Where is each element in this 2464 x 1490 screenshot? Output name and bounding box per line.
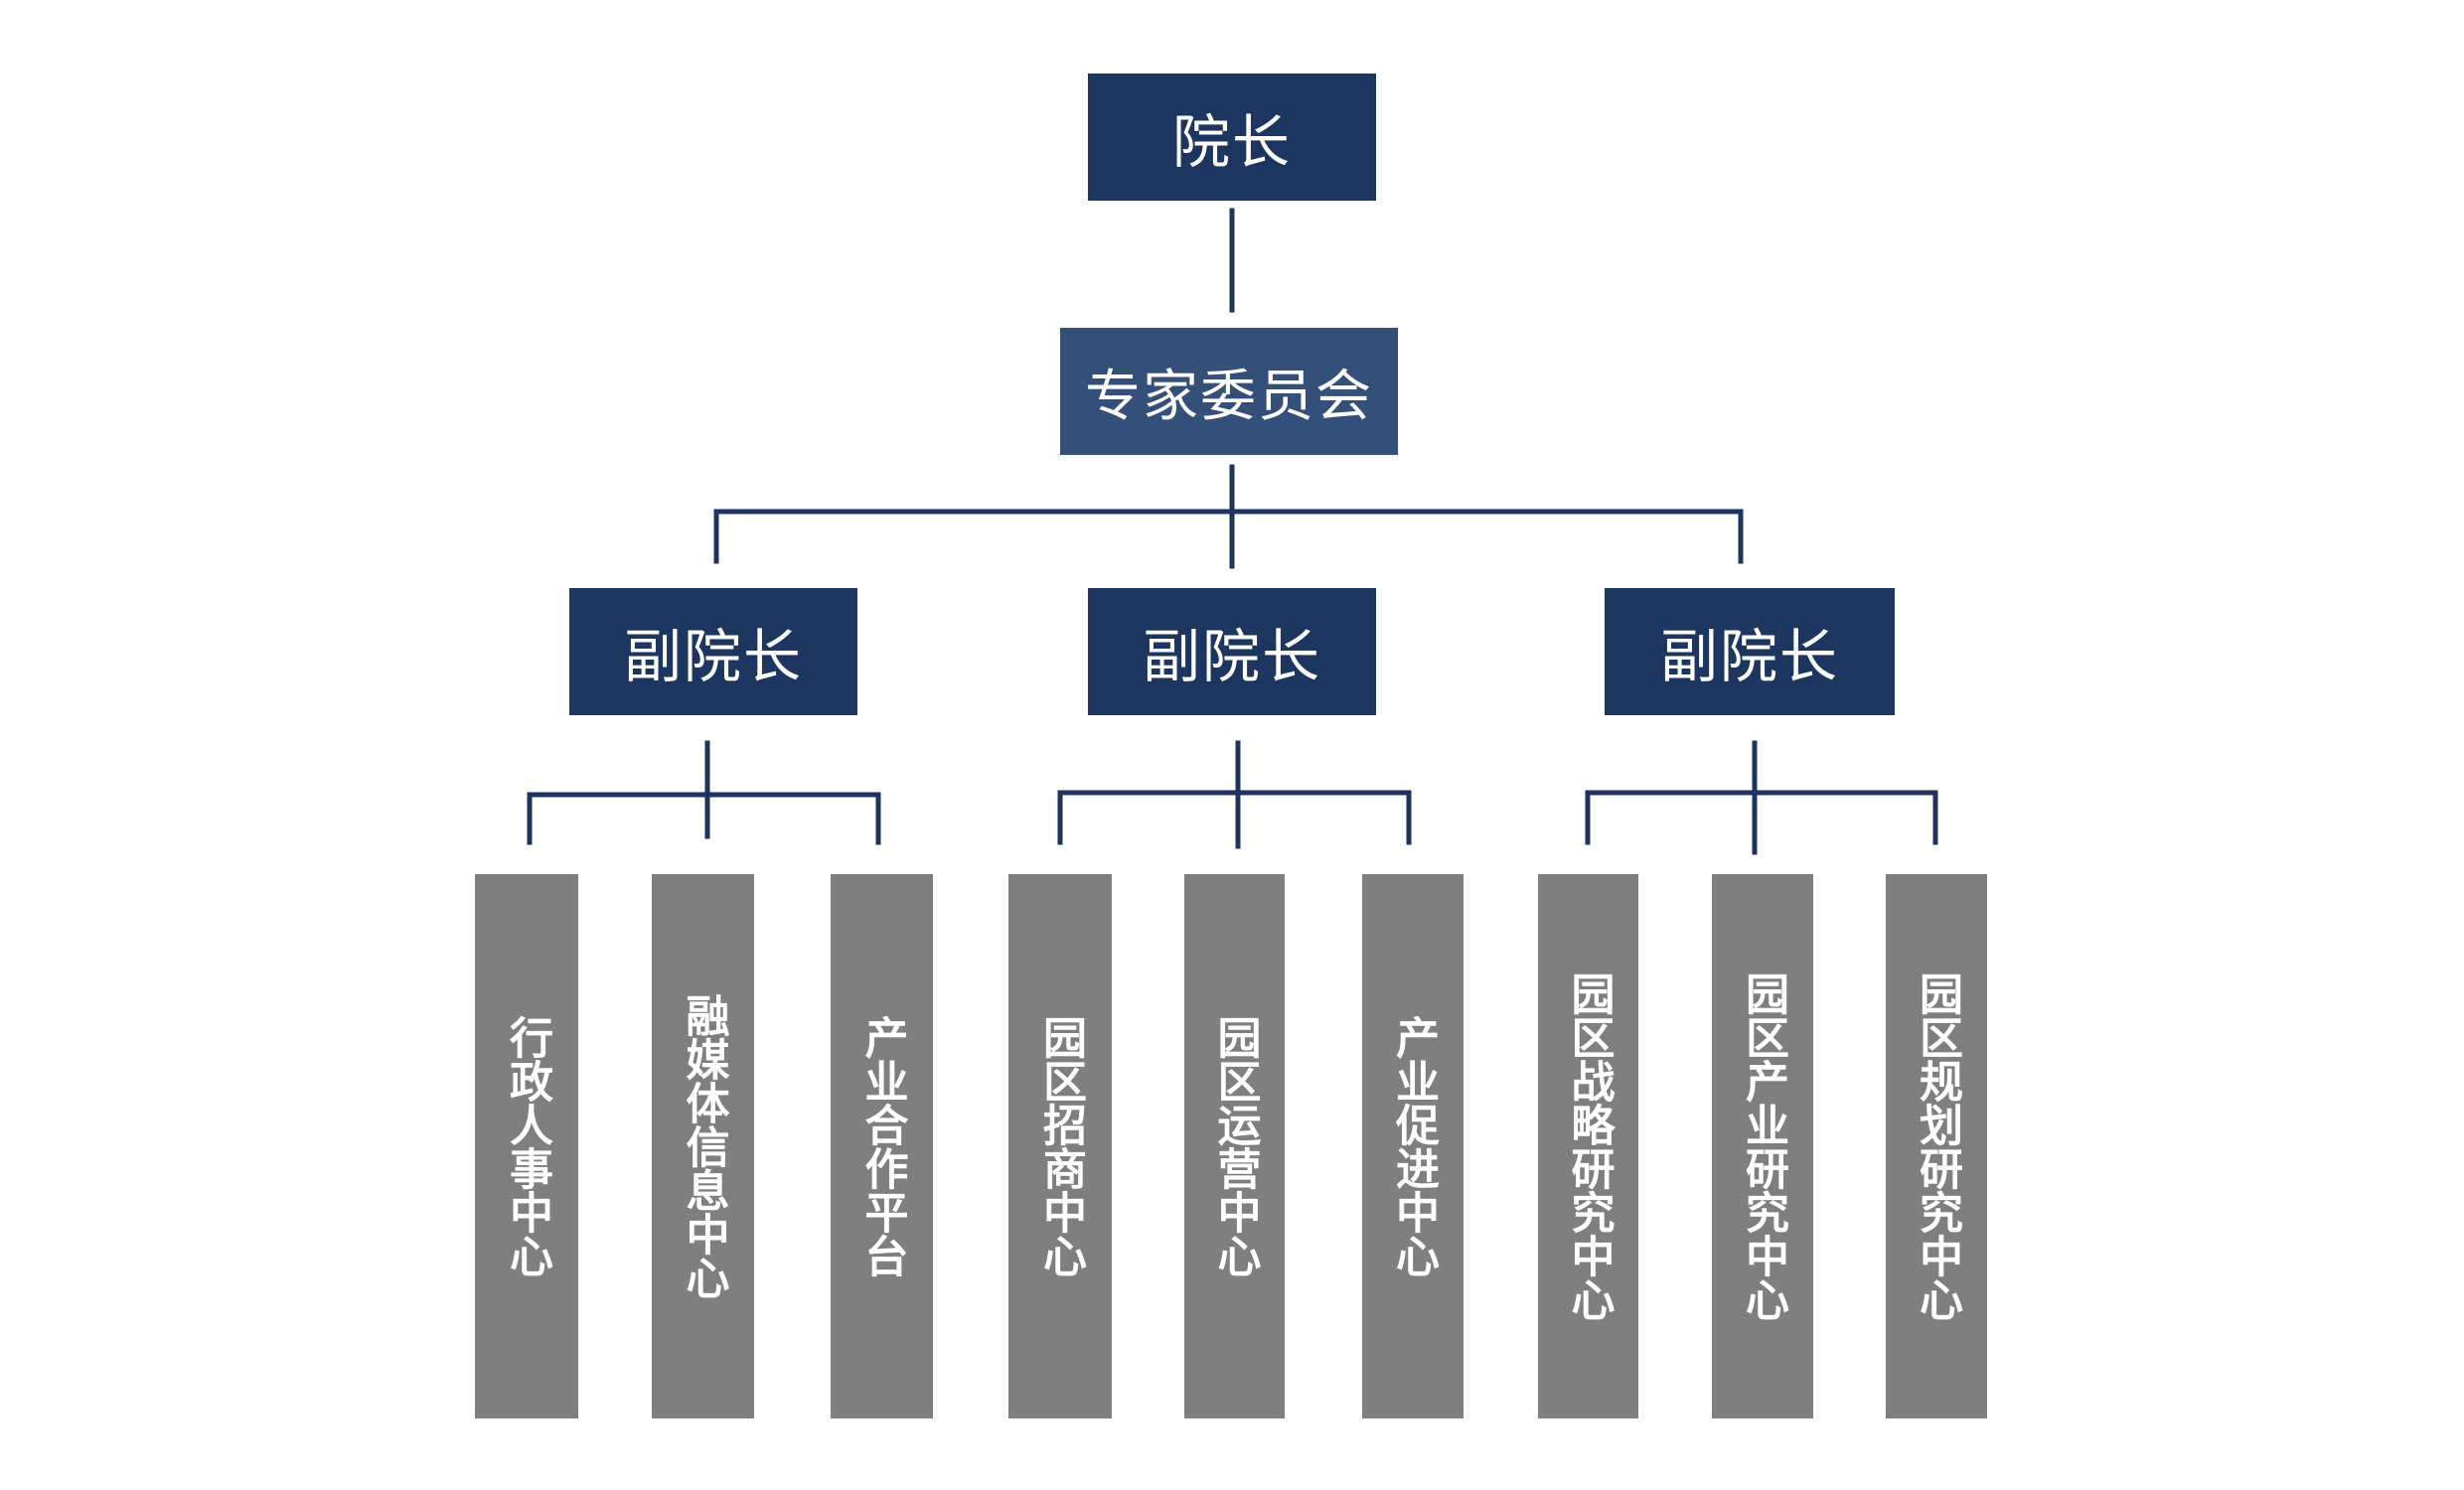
center-label: 产业促进中心 bbox=[1388, 1015, 1439, 1277]
vice-president-label: 副院长 bbox=[623, 623, 803, 690]
center-box-park-investment: 园区招商中心 bbox=[1008, 874, 1112, 1418]
center-label: 产业合作平台 bbox=[856, 1015, 908, 1277]
center-box-park-planning-research: 园区规划研究中心 bbox=[1886, 874, 1987, 1418]
president-box: 院长 bbox=[1088, 74, 1376, 201]
center-box-park-industry-research: 园区产业研究中心 bbox=[1712, 874, 1813, 1418]
center-box-industry-promotion: 产业促进中心 bbox=[1362, 874, 1463, 1418]
center-label: 融媒体信息中心 bbox=[678, 993, 729, 1299]
center-box-media-information: 融媒体信息中心 bbox=[652, 874, 754, 1418]
center-box-park-strategy-research: 园区战略研究中心 bbox=[1538, 874, 1638, 1418]
center-box-park-operation: 园区运营中心 bbox=[1184, 874, 1285, 1418]
center-label: 园区产业研究中心 bbox=[1738, 971, 1788, 1321]
center-box-industry-cooperation: 产业合作平台 bbox=[831, 874, 933, 1418]
vice-president-label: 副院长 bbox=[1142, 623, 1321, 690]
committee-label: 专家委员会 bbox=[1085, 364, 1373, 429]
vice-president-box-2: 副院长 bbox=[1088, 588, 1376, 715]
center-label: 园区战略研究中心 bbox=[1563, 971, 1615, 1321]
center-label: 园区招商中心 bbox=[1035, 1015, 1086, 1277]
vice-president-label: 副院长 bbox=[1659, 623, 1839, 690]
center-box-administration-hr: 行政人事中心 bbox=[475, 874, 578, 1418]
vice-president-box-1: 副院长 bbox=[569, 588, 857, 715]
vice-president-box-3: 副院长 bbox=[1605, 588, 1895, 715]
president-label: 院长 bbox=[1171, 108, 1292, 176]
center-label: 行政人事中心 bbox=[502, 1015, 552, 1277]
committee-box: 专家委员会 bbox=[1060, 328, 1398, 455]
center-label: 园区规划研究中心 bbox=[1912, 971, 1962, 1321]
center-label: 园区运营中心 bbox=[1209, 1015, 1261, 1277]
